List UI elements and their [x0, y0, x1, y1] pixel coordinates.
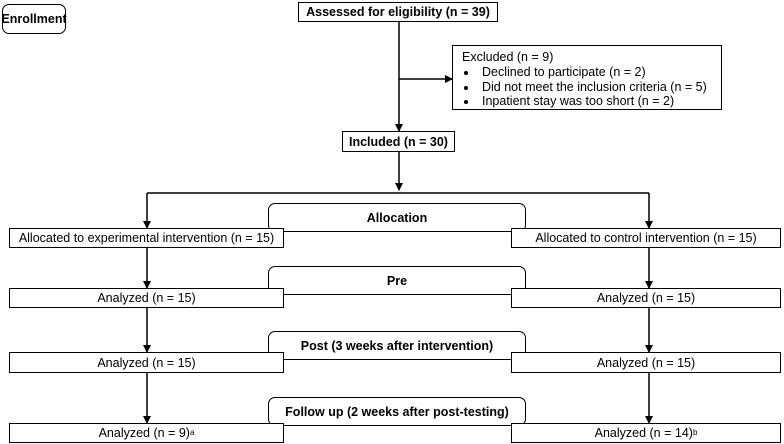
excluded-reason: Inpatient stay was too short (n = 2) — [478, 94, 721, 108]
excluded-box: Excluded (n = 9) Declined to participate… — [452, 45, 722, 110]
stage-post: Post (3 weeks after intervention) — [268, 331, 526, 360]
excluded-title: Excluded (n = 9) — [462, 50, 554, 64]
control-follow-up-analyzed-box: Analyzed (n = 14)b — [511, 423, 781, 443]
control-follow-up-text: Analyzed (n = 14) — [594, 426, 693, 440]
excluded-reason: Did not meet the inclusion criteria (n =… — [478, 80, 721, 94]
assessed-for-eligibility-box: Assessed for eligibility (n = 39) — [298, 2, 498, 22]
experimental-follow-up-analyzed-box: Analyzed (n = 9)a — [9, 423, 284, 443]
experimental-post-analyzed-box: Analyzed (n = 15) — [9, 352, 284, 373]
excluded-reason: Declined to participate (n = 2) — [478, 65, 721, 79]
stage-follow-up: Follow up (2 weeks after post-testing) — [268, 397, 526, 426]
experimental-pre-analyzed-box: Analyzed (n = 15) — [9, 288, 284, 308]
control-post-analyzed-box: Analyzed (n = 15) — [511, 352, 781, 373]
included-box: Included (n = 30) — [342, 131, 455, 152]
control-allocated-box: Allocated to control intervention (n = 1… — [511, 228, 781, 248]
control-pre-analyzed-box: Analyzed (n = 15) — [511, 288, 781, 308]
stage-allocation: Allocation — [268, 203, 526, 232]
experimental-allocated-box: Allocated to experimental intervention (… — [9, 228, 284, 248]
excluded-reasons-list: Declined to participate (n = 2) Did not … — [462, 65, 721, 108]
experimental-follow-up-text: Analyzed (n = 9) — [98, 426, 190, 440]
stage-pre: Pre — [268, 266, 526, 295]
enrollment-label: Enrollment — [1, 4, 67, 34]
